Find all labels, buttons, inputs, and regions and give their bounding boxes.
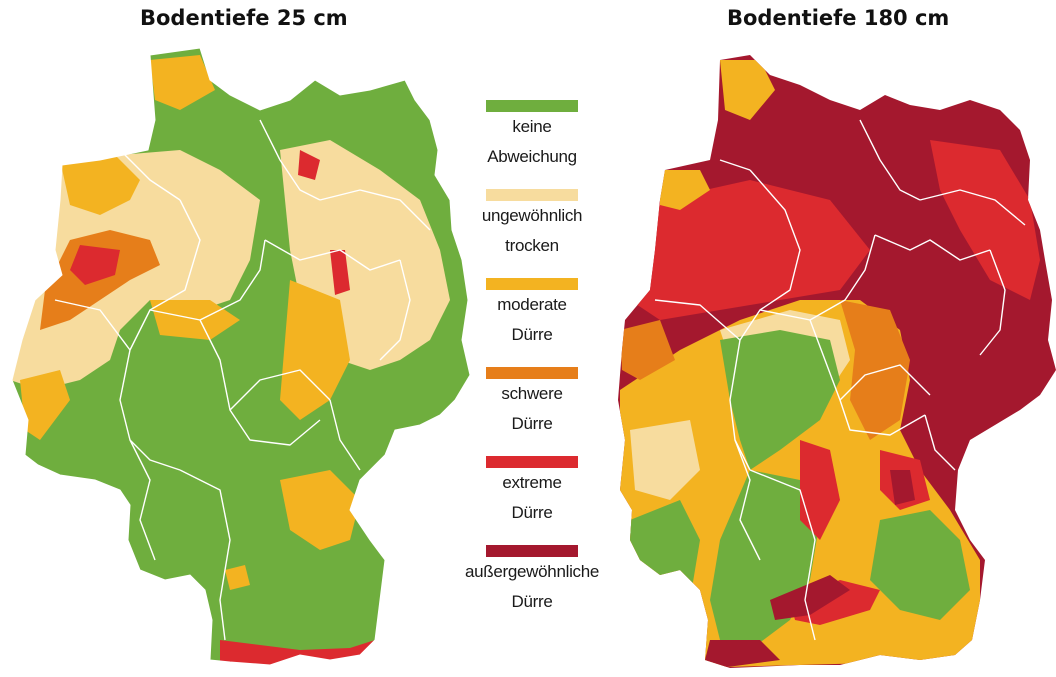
map-region-severe-drought — [620, 320, 675, 380]
map-region-moderate-drought — [20, 370, 70, 440]
legend-label: keine — [512, 117, 552, 136]
legend-label: trocken — [505, 236, 559, 255]
legend-label: Dürre — [511, 592, 553, 611]
legend-label: Dürre — [511, 503, 553, 522]
map-region-moderate-drought — [720, 60, 775, 120]
map-region-extreme-drought — [800, 440, 840, 540]
map-region-no-deviation — [720, 330, 840, 470]
legend-label: Dürre — [511, 414, 553, 433]
map-region-moderate-drought — [225, 565, 250, 590]
map-soil-depth-180cm — [618, 55, 1056, 668]
map-region-unusually-dry — [630, 420, 700, 500]
map-region-extraordinary-drought — [770, 575, 850, 620]
map-region-no-deviation — [870, 510, 970, 620]
legend-label: schwere — [501, 384, 563, 403]
legend-swatch — [486, 189, 578, 201]
map-region-extreme-drought — [330, 250, 350, 295]
map-region-moderate-drought — [150, 300, 240, 340]
legend-label: außergewöhnliche — [464, 562, 600, 581]
legend-label: extreme — [502, 473, 562, 492]
legend-swatch — [486, 278, 578, 290]
legend-label: Abweichung — [487, 147, 577, 166]
map-region-extreme-drought — [630, 180, 870, 320]
map-title-right: Bodentiefe 180 cm — [727, 6, 950, 30]
map-state-borders — [54, 119, 431, 641]
legend-label: ungewöhnlich — [481, 206, 583, 225]
legend-item: ungewöhnlich trocken — [462, 189, 602, 261]
map-region-no-deviation — [630, 500, 700, 640]
map-region-extraordinary-drought — [890, 470, 915, 505]
map-soil-depth-25cm — [11, 47, 470, 666]
legend-swatch — [486, 456, 578, 468]
legend-label: Dürre — [511, 325, 553, 344]
map-region-extreme-drought — [298, 150, 320, 180]
map-region-moderate-drought — [280, 470, 360, 550]
map-state-borders — [654, 119, 1026, 641]
map-region-moderate-drought — [150, 55, 215, 110]
legend-swatch — [486, 100, 578, 112]
map-region-moderate-drought — [660, 170, 710, 210]
map-title-left: Bodentiefe 25 cm — [140, 6, 348, 30]
map-region-extreme-drought — [70, 245, 120, 285]
map-region-extraordinary-drought — [705, 640, 780, 668]
map-region-severe-drought — [840, 300, 910, 440]
map-region-moderate-drought — [60, 150, 140, 215]
map-region-extreme-drought — [930, 140, 1040, 300]
legend-swatch — [486, 367, 578, 379]
legend-swatch — [486, 545, 578, 557]
map-region-moderate-drought — [280, 280, 350, 420]
legend-label: moderate — [497, 295, 567, 314]
